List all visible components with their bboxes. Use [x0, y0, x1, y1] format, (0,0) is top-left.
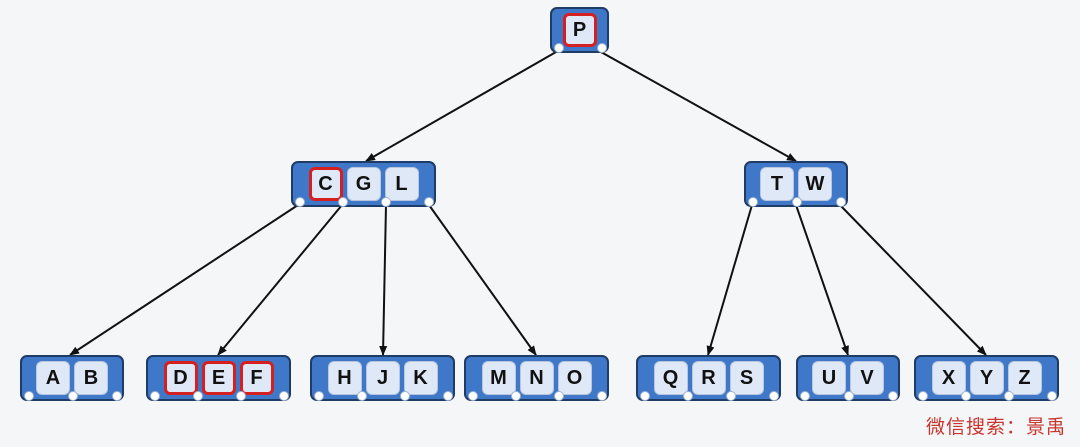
child-pointer-dot	[295, 197, 305, 207]
edge-t-w-to-q-r-s	[706, 204, 753, 356]
child-pointer-dot	[511, 391, 521, 401]
edge-c-g-l-to-h-j-k	[379, 204, 388, 356]
child-pointer-dot	[683, 391, 693, 401]
key-v: V	[850, 361, 884, 395]
child-pointer-dot	[400, 391, 410, 401]
key-u: U	[812, 361, 846, 395]
key-n: N	[519, 361, 554, 395]
child-pointer-dot	[597, 43, 607, 53]
key-z: Z	[1007, 361, 1042, 395]
child-pointer-dot	[800, 391, 810, 401]
key-f: F	[239, 361, 274, 395]
child-pointer-dot	[961, 391, 971, 401]
child-pointer-dot	[236, 391, 246, 401]
btree-node-root: P	[550, 7, 609, 53]
edge-c-g-l-to-d-e-f	[217, 204, 343, 356]
child-pointer-dot	[193, 391, 203, 401]
child-pointer-dot	[1004, 391, 1014, 401]
child-pointer-dot	[844, 391, 854, 401]
child-pointer-dot	[150, 391, 160, 401]
key-l: L	[384, 167, 419, 201]
edge-root-to-t-w	[600, 51, 797, 162]
key-g: G	[346, 167, 381, 201]
key-d: D	[163, 361, 198, 395]
child-pointer-dot	[424, 197, 434, 207]
child-pointer-dot	[468, 391, 478, 401]
child-pointer-dot	[554, 43, 564, 53]
child-pointer-dot	[918, 391, 928, 401]
child-pointer-dot	[597, 391, 607, 401]
key-o: O	[557, 361, 592, 395]
child-pointer-dot	[769, 391, 779, 401]
child-pointer-dot	[1047, 391, 1057, 401]
child-pointer-dot	[748, 197, 758, 207]
child-pointer-dot	[112, 391, 122, 401]
edge-t-w-to-x-y-z	[839, 204, 987, 356]
key-t: T	[760, 167, 794, 201]
child-pointer-dot	[314, 391, 324, 401]
key-j: J	[365, 361, 400, 395]
child-pointer-dot	[68, 391, 78, 401]
edge-t-w-to-u-v	[795, 204, 849, 356]
key-y: Y	[969, 361, 1004, 395]
key-w: W	[798, 167, 832, 201]
key-c: C	[308, 167, 343, 201]
key-x: X	[931, 361, 966, 395]
key-r: R	[691, 361, 726, 395]
child-pointer-dot	[554, 391, 564, 401]
key-e: E	[201, 361, 236, 395]
child-pointer-dot	[24, 391, 34, 401]
child-pointer-dot	[726, 391, 736, 401]
key-a: A	[36, 361, 70, 395]
child-pointer-dot	[888, 391, 898, 401]
child-pointer-dot	[792, 197, 802, 207]
child-pointer-dot	[338, 197, 348, 207]
child-pointer-dot	[381, 197, 391, 207]
edge-c-g-l-to-m-n-o	[428, 204, 537, 356]
child-pointer-dot	[443, 391, 453, 401]
key-k: K	[403, 361, 438, 395]
child-pointer-dot	[279, 391, 289, 401]
watermark-text: 微信搜索：景禹	[925, 416, 1066, 438]
child-pointer-dot	[640, 391, 650, 401]
key-s: S	[729, 361, 764, 395]
child-pointer-dot	[357, 391, 367, 401]
key-m: M	[481, 361, 516, 395]
edge-c-g-l-to-a-b	[69, 204, 299, 356]
key-q: Q	[653, 361, 688, 395]
key-h: H	[327, 361, 362, 395]
edge-root-to-c-g-l	[365, 51, 557, 162]
child-pointer-dot	[836, 197, 846, 207]
key-b: B	[74, 361, 108, 395]
key-p: P	[562, 13, 597, 47]
